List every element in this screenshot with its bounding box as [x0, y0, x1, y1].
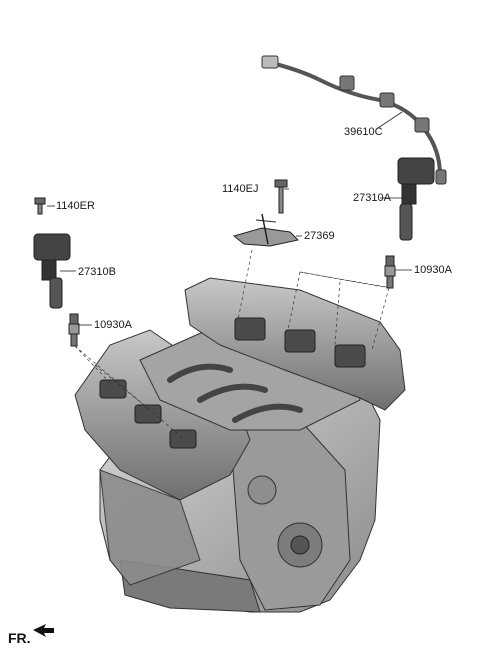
bolt-1140ER-part — [34, 197, 46, 215]
spark-plug-left-part — [68, 313, 80, 347]
assembly-dash-lines — [74, 249, 393, 441]
engine-block — [74, 277, 406, 613]
leader-lines — [47, 111, 412, 326]
label-bolt-right: 1140EJ — [222, 183, 259, 195]
front-direction-arrow — [33, 624, 54, 637]
ignition-coil-right-part — [397, 157, 435, 241]
ignition-coil-left-part — [33, 233, 71, 309]
wiring-harness-part — [261, 55, 447, 185]
label-coil-right: 27310A — [353, 192, 391, 204]
spark-plug-right-part — [384, 255, 396, 289]
front-direction-label: FR. — [8, 630, 31, 646]
bracket-27369-part — [232, 213, 300, 247]
label-bracket: 27369 — [304, 230, 335, 242]
bolt-1140EJ-part — [274, 179, 288, 214]
label-plug-left: 10930A — [94, 319, 132, 331]
label-bolt-left: 1140ER — [56, 200, 95, 212]
label-plug-right: 10930A — [414, 264, 452, 276]
label-coil-left: 27310B — [78, 266, 116, 278]
label-harness: 39610C — [344, 126, 383, 138]
